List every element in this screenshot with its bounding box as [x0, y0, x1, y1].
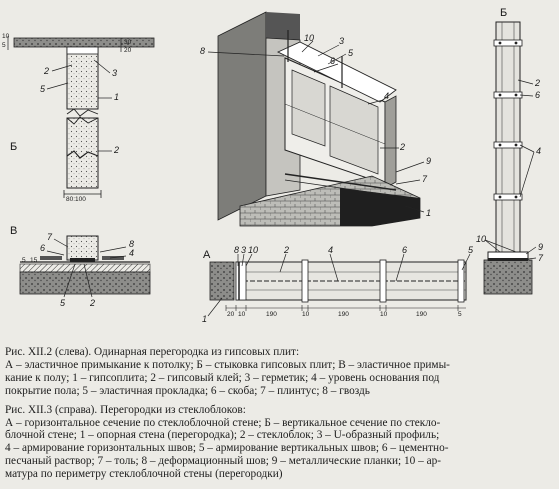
dim-30a: 30 [124, 39, 132, 46]
dim-5-15: 5 [22, 257, 26, 264]
callout-right-9: 9 [538, 242, 543, 252]
callout-left-2c: 2 [89, 298, 95, 308]
callout-center-1: 1 [426, 208, 431, 218]
callout-left-8: 8 [129, 239, 134, 249]
callout-center-6: 6 [330, 56, 335, 66]
callout-bottom-10: 10 [248, 245, 258, 255]
figure-bottom: А 8 3 10 2 4 6 5 1 20 10 190 10 190 10 1… [202, 245, 474, 324]
callout-bottom-2: 2 [283, 245, 289, 255]
caption-xii3-line-2: блочной стене; 1 – опорная стена (перего… [5, 429, 440, 442]
vertical-glass-column [495, 21, 521, 253]
callout-bottom-4: 4 [328, 245, 333, 255]
ceiling-slab [13, 37, 155, 48]
callout-center-3: 3 [339, 36, 344, 46]
callout-center-5: 5 [348, 48, 354, 58]
caption-xii3-title: Рис. XII.3 (справа). Перегородки из стек… [5, 403, 246, 416]
dim-bottom-10b: 10 [302, 311, 310, 318]
callout-center-9: 9 [426, 156, 431, 166]
callout-center-8: 8 [200, 46, 205, 56]
dim-bottom-190a: 190 [266, 311, 277, 318]
callout-center-10: 10 [304, 33, 314, 43]
callout-bottom-3: 3 [241, 245, 246, 255]
dim-20: 20 [124, 47, 132, 54]
caption-xii2-line-2: кание к полу; 1 – гипсоплита; 2 – гипсов… [5, 371, 440, 384]
figure-right: Б 2 6 4 10 9 7 [476, 7, 544, 295]
callout-bottom-8: 8 [234, 245, 239, 255]
caption-xii3-line-1: А – горизонтальное сечение по стеклоблоч… [5, 416, 441, 429]
callout-left-2b: 2 [113, 145, 119, 155]
callout-left-5b: 5 [60, 298, 66, 308]
section-label-b-right: Б [500, 7, 507, 19]
callout-left-5a: 5 [40, 84, 46, 94]
bottom-support-wall [209, 261, 235, 301]
callout-left-7: 7 [47, 232, 53, 242]
caption-xii2-line-3: покрытие пола; 5 – эластичная прокладка;… [5, 384, 370, 397]
caption-xii2-title: Рис. XII.2 (слева). Одинарная перегородк… [5, 346, 300, 358]
callout-bottom-1: 1 [202, 314, 207, 324]
callout-left-4: 4 [129, 248, 134, 258]
floor-base [19, 271, 151, 295]
dim-10: 10 [2, 33, 10, 40]
section-label-b-left: Б [10, 141, 17, 153]
callout-left-6: 6 [40, 243, 45, 253]
callout-center-7: 7 [422, 174, 428, 184]
gypsum-plate-top [66, 46, 99, 110]
caption-xii3-line-3: 4 – армирование горизонтальных швов; 5 –… [5, 442, 449, 455]
dim-bottom-20: 20 [227, 311, 235, 318]
dim-80-100: 80:100 [66, 196, 86, 203]
center-base [340, 188, 420, 226]
callout-right-2: 2 [534, 78, 540, 88]
callout-right-4: 4 [536, 146, 541, 156]
callout-right-10: 10 [476, 234, 486, 244]
center-wall-side [217, 11, 267, 221]
dim-bottom-190b: 190 [338, 311, 349, 318]
caption-xii2-line-1: А – эластичное примыкание к потолку; Б –… [5, 358, 450, 371]
gypsum-plate-bottom [66, 235, 99, 261]
caption-xii3-line-4: песчаный раствор; 7 – толь; 8 – деформац… [5, 455, 441, 468]
caption-xii3-line-5: матура по периметру стеклоблочной стены … [5, 468, 283, 481]
callout-right-6: 6 [535, 90, 540, 100]
dim-bottom-5: 5 [458, 311, 462, 318]
section-label-a: А [203, 249, 211, 261]
callout-left-3: 3 [112, 68, 117, 78]
callout-left-2a: 2 [43, 66, 49, 76]
figure-caption: Рис. XII.2 (слева). Одинарная перегородк… [5, 346, 555, 481]
callout-center-4: 4 [384, 91, 389, 101]
dim-bottom-10a: 10 [238, 311, 246, 318]
callout-bottom-5: 5 [468, 245, 474, 255]
callout-right-7: 7 [538, 253, 544, 263]
callout-center-2: 2 [399, 142, 405, 152]
callout-left-1: 1 [114, 92, 119, 102]
dim-bottom-10c: 10 [380, 311, 388, 318]
figure-left: Б В 1 2 2 3 5 7 4 8 6 5 2 10 5 30 20 80:… [2, 33, 155, 308]
callout-bottom-6: 6 [402, 245, 407, 255]
dim-bottom-190c: 190 [416, 311, 427, 318]
dim-15: 15 [30, 257, 38, 264]
dim-5: 5 [2, 42, 6, 49]
section-label-v: В [10, 225, 17, 237]
figure-center: 8 10 3 5 6 4 2 9 7 1 [200, 11, 431, 227]
right-support-wall [483, 259, 533, 295]
